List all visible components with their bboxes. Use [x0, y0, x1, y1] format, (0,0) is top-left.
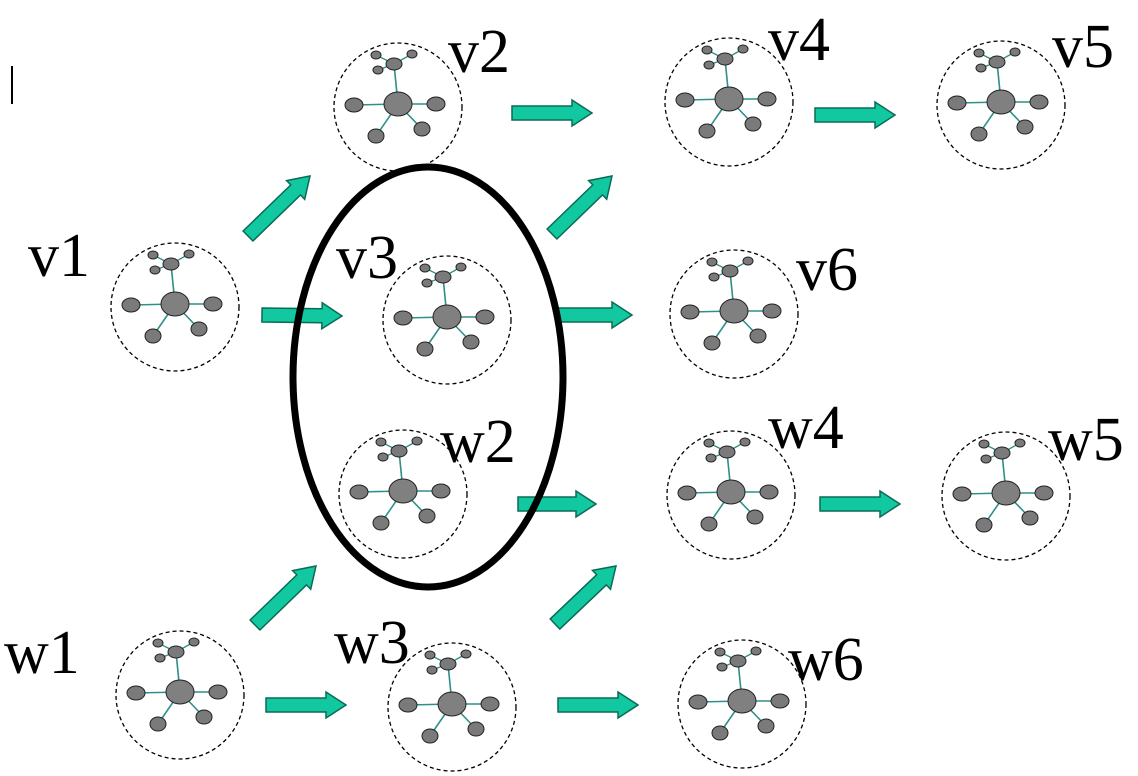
label-v2: v2 — [448, 18, 510, 86]
arrows — [242, 98, 902, 720]
label-v6: v6 — [796, 236, 858, 304]
node-v2 — [333, 42, 463, 172]
node-v1 — [110, 242, 240, 372]
label-w2: w2 — [440, 408, 516, 476]
label-w5: w5 — [1048, 406, 1124, 474]
group-ellipse — [289, 163, 567, 591]
label-v1: v1 — [28, 222, 90, 290]
node-v5 — [936, 40, 1066, 170]
label-v3: v3 — [336, 224, 398, 292]
label-w3: w3 — [334, 609, 410, 677]
arrow-w4-w5 — [819, 489, 902, 519]
arrow-w1-w2 — [249, 565, 317, 632]
arrow-v3-v4 — [546, 175, 613, 241]
label-v5: v5 — [1052, 13, 1114, 81]
nodes — [110, 37, 1071, 772]
label-w1: w1 — [4, 619, 80, 687]
label-w6: w6 — [788, 626, 864, 694]
label-w4: w4 — [768, 394, 844, 462]
label-v4: v4 — [768, 6, 830, 74]
arrow-w1-w3 — [265, 690, 348, 720]
labels: v2 v4 v5 v1 v3 v6 w2 w4 w5 w1 w3 w6 — [4, 6, 1124, 694]
arrow-v2-v4 — [511, 98, 594, 128]
node-w6 — [677, 639, 807, 769]
arrow-v1-v2 — [242, 175, 311, 243]
node-v3 — [382, 255, 512, 385]
node-v6 — [669, 249, 799, 379]
arrow-v3-v6 — [555, 300, 634, 330]
arrow-v4-v5 — [814, 100, 897, 130]
arrow-w3-w6 — [557, 690, 640, 720]
arrow-w3-w4 — [549, 565, 617, 631]
node-w1 — [115, 630, 245, 760]
